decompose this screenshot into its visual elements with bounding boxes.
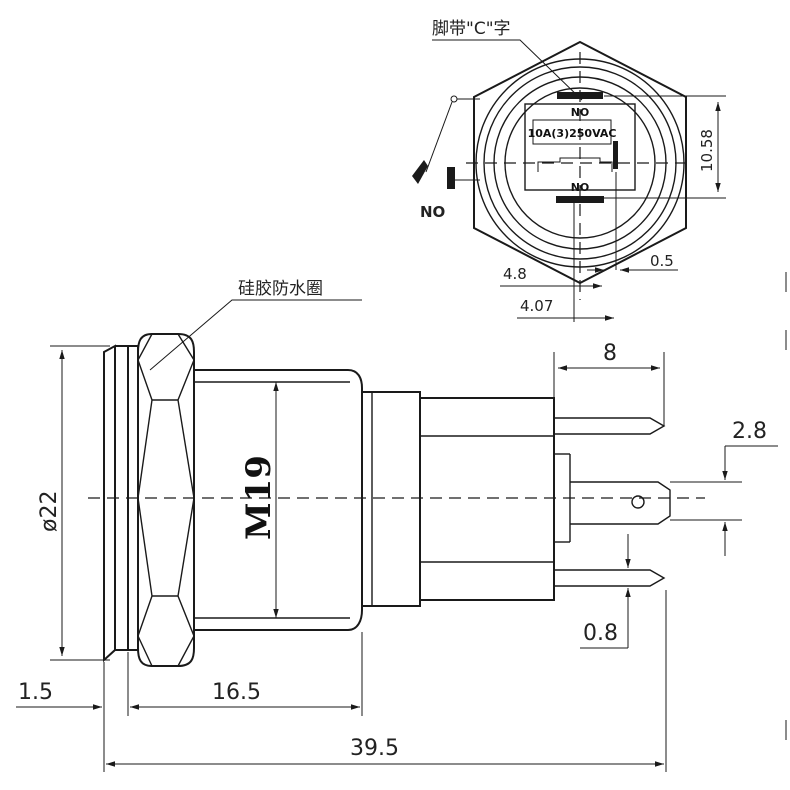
terminal-bottom-bar <box>556 196 604 203</box>
terminal-top-bar <box>557 92 603 99</box>
seal-note: 硅胶防水圈 <box>238 279 323 299</box>
end-view: 10A(3)250VAC NO NO 脚带"C"字 NO 10.58 4.8 4… <box>412 19 726 322</box>
switch-contact-blade <box>412 160 428 184</box>
end-b-value: 4.07 <box>520 297 553 315</box>
seal-ring <box>115 345 129 651</box>
end-a-value: 4.8 <box>503 265 527 283</box>
pin-top <box>554 417 666 435</box>
switch-arm <box>425 101 453 173</box>
contact-step <box>537 157 613 172</box>
terminal-base <box>419 397 555 601</box>
end-c-value: 0.5 <box>650 252 674 270</box>
end-height-value: 10.58 <box>698 129 716 172</box>
total-value: 39.5 <box>350 736 399 761</box>
body-value: 16.5 <box>212 680 261 705</box>
side-pin <box>613 141 618 169</box>
rating-box <box>532 119 612 145</box>
thread-label: M19 <box>239 455 279 540</box>
pin-note: 脚带"C"字 <box>432 19 511 39</box>
pin-middle <box>570 481 671 525</box>
rear-housing <box>361 391 421 607</box>
terminal-block <box>524 103 636 191</box>
switch-no-label: NO <box>420 203 445 221</box>
pin-note-leader <box>432 39 583 101</box>
pin-thick-value: 0.8 <box>583 621 618 646</box>
pin-middle-hole <box>631 495 645 509</box>
switch-pivot <box>450 95 458 103</box>
hex-facet-left <box>137 333 153 667</box>
diameter-value: ø22 <box>37 491 62 532</box>
bezel-value: 1.5 <box>18 680 53 705</box>
pin-bottom <box>554 569 666 587</box>
side-view: M19 硅胶防水圈 ø22 8 2.8 <box>16 279 778 772</box>
seal-note-leader <box>149 299 362 371</box>
hex-facet-right <box>177 333 195 667</box>
bezel <box>103 344 116 663</box>
rating-label: 10A(3)250VAC <box>528 127 617 140</box>
switch-fixed-contact <box>447 167 455 189</box>
terminal-bottom-label: NO <box>571 181 590 194</box>
pin-width-value: 2.8 <box>732 419 767 444</box>
pin-length-value: 8 <box>603 341 617 366</box>
terminal-top-label: NO <box>571 106 590 119</box>
